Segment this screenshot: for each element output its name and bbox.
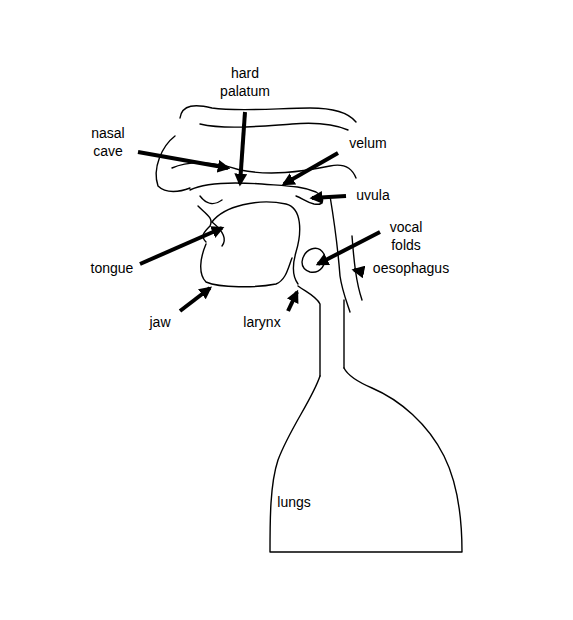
part-label: larynx (236, 313, 288, 331)
lungs-outline (270, 368, 462, 552)
anatomy-outline (156, 106, 462, 552)
trachea-front (298, 286, 320, 376)
part-label: nasal cave (80, 124, 136, 160)
leader-arrow (318, 232, 380, 264)
part-label: velum (338, 134, 398, 152)
leader-arrow (312, 196, 346, 198)
nasal-floor (172, 163, 356, 178)
jaw-contour (201, 244, 292, 287)
leader-arrow (354, 270, 364, 272)
upper-teeth (200, 196, 222, 203)
part-label: vocal folds (380, 218, 432, 254)
part-label: hard palatum (210, 64, 280, 100)
part-label: oesophagus (366, 259, 456, 277)
leader-arrow (138, 152, 228, 168)
part-label: jaw (144, 313, 176, 331)
nasal-contour (200, 123, 348, 130)
palate-velum-uvula (190, 183, 323, 204)
trachea-back (343, 300, 344, 368)
part-label: lungs (268, 493, 320, 511)
leader-arrow (284, 153, 338, 184)
part-label: uvula (348, 186, 398, 204)
leader-arrow (288, 292, 297, 311)
leader-arrow (180, 288, 210, 311)
skull-contour (180, 106, 356, 122)
leader-arrow (240, 112, 245, 184)
part-label: tongue (84, 259, 140, 277)
leader-arrow (140, 228, 222, 264)
leader-arrows (138, 112, 380, 311)
tongue-tip (212, 222, 224, 246)
